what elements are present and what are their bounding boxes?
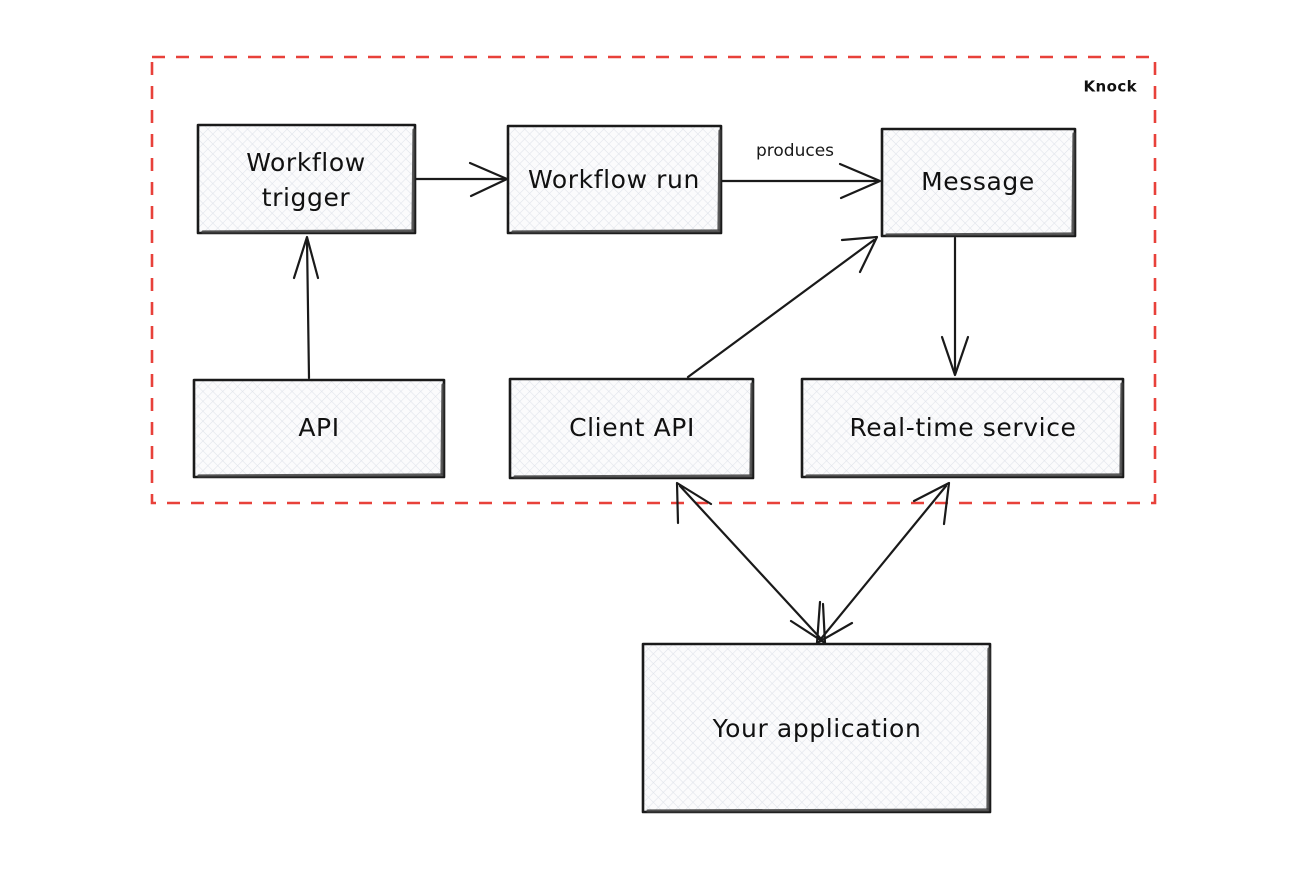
node-your-application[interactable]: Your application [641,642,992,814]
node-label-workflow-trigger-line1: Workflow [246,148,366,177]
knock-group-label: Knock [1084,78,1138,96]
node-label-real-time-service: Real-time service [849,413,1076,442]
node-label-message: Message [921,167,1035,196]
node-client-api[interactable]: Client API [508,377,755,480]
node-label-api: API [298,413,339,442]
edge-run-to-message: produces [720,141,882,200]
node-label-client-api: Client API [569,413,695,442]
edge-client-api-to-message [686,235,879,379]
edge-app-to-realtime [815,481,951,645]
node-api[interactable]: API [192,378,446,479]
knock-group-border [150,55,1157,505]
node-label-workflow-run: Workflow run [528,165,700,194]
edge-app-to-client-api [675,481,827,645]
edges-layer: produces [292,141,970,645]
node-label-workflow-trigger-line2: trigger [262,183,351,212]
node-workflow-trigger[interactable]: Workflow trigger [196,123,417,235]
edge-label-produces: produces [756,141,834,161]
edge-api-to-trigger [292,235,320,380]
edge-message-to-realtime [940,236,970,377]
node-label-your-application: Your application [712,714,922,743]
nodes-layer: Workflow trigger Workflow run Message [192,123,1125,814]
node-real-time-service[interactable]: Real-time service [800,377,1125,479]
node-message[interactable]: Message [880,127,1077,238]
knock-group: Knock [150,55,1157,505]
node-workflow-run[interactable]: Workflow run [506,124,723,235]
edge-trigger-to-run [414,161,509,198]
